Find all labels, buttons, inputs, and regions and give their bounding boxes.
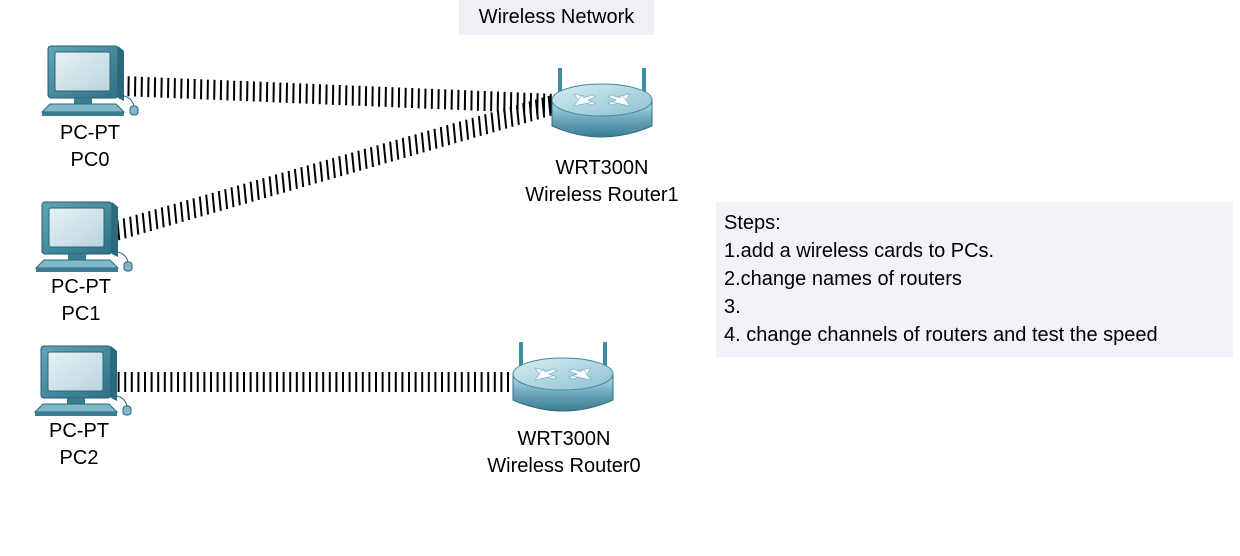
diagram-title: Wireless Network bbox=[459, 0, 654, 35]
device-model: WRT300N bbox=[517, 428, 611, 450]
device-name: Wireless Router0 bbox=[487, 455, 641, 477]
note-heading: Steps: bbox=[724, 212, 781, 234]
wireless-links bbox=[110, 75, 558, 392]
wireless-router-icon[interactable] bbox=[551, 67, 653, 138]
device-label-pc0: PC-PT PC0 bbox=[45, 120, 135, 174]
device-label-router1: WRT300N Wireless Router1 bbox=[502, 155, 702, 209]
steps-note[interactable]: Steps: 1.add a wireless cards to PCs. 2.… bbox=[716, 202, 1233, 357]
note-line: 4. change channels of routers and test t… bbox=[724, 324, 1158, 346]
device-name: PC0 bbox=[70, 149, 110, 171]
device-model: PC-PT bbox=[51, 276, 111, 298]
device-name: Wireless Router1 bbox=[525, 184, 679, 206]
device-name: PC1 bbox=[61, 303, 101, 325]
wireless-link bbox=[110, 94, 558, 243]
wireless-router-icon[interactable] bbox=[512, 341, 614, 412]
wireless-link bbox=[111, 372, 516, 392]
note-line: 2.change names of routers bbox=[724, 268, 962, 290]
device-model: WRT300N bbox=[555, 157, 649, 179]
device-model: PC-PT bbox=[60, 122, 120, 144]
device-label-pc1: PC-PT PC1 bbox=[36, 274, 126, 328]
wireless-link bbox=[120, 75, 552, 114]
device-label-pc2: PC-PT PC2 bbox=[34, 418, 124, 472]
device-label-router0: WRT300N Wireless Router0 bbox=[464, 426, 664, 480]
device-model: PC-PT bbox=[49, 420, 109, 442]
pc-icon[interactable] bbox=[34, 345, 132, 417]
note-line: 1.add a wireless cards to PCs. bbox=[724, 240, 995, 262]
note-line: 3. bbox=[724, 296, 741, 318]
device-name: PC2 bbox=[59, 447, 99, 469]
pc-icon[interactable] bbox=[35, 201, 133, 273]
pc-icon[interactable] bbox=[41, 45, 139, 117]
